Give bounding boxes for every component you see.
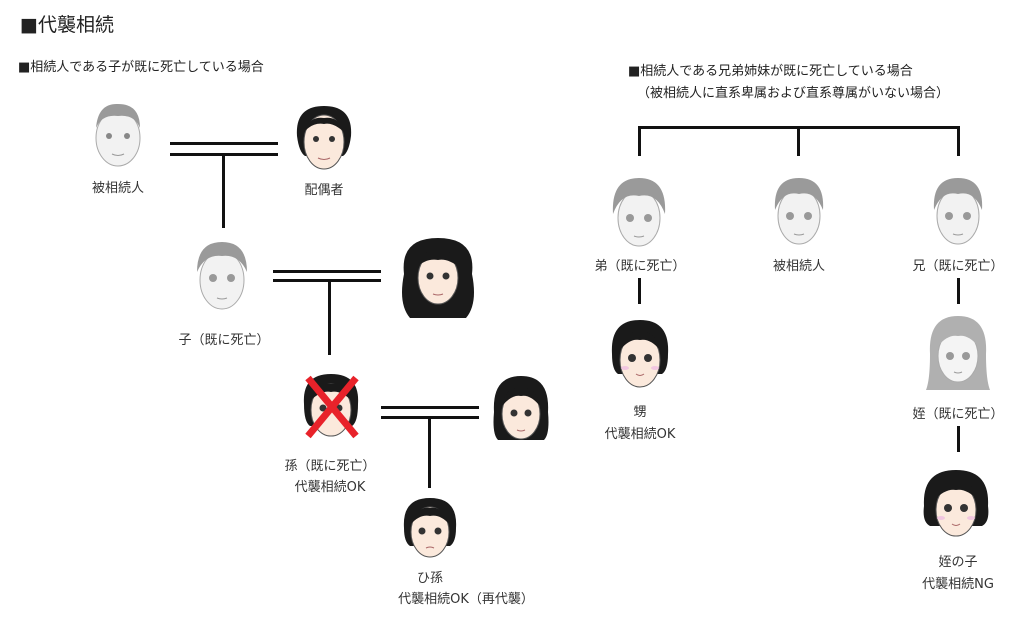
great-grandchild-avatar (400, 496, 460, 562)
descent-line (957, 426, 960, 452)
descent-line (328, 281, 331, 355)
great-grandchild-note: 代襲相続OK（再代襲） (398, 592, 534, 607)
right-section-subheading: （被相続人に直系卑属および直系尊属がいない場合） (637, 86, 950, 101)
nephew-note: 代襲相続OK (604, 427, 676, 442)
niece-child-note: 代襲相続NG (922, 577, 994, 592)
right-section-heading: ■相続人である兄弟姉妹が既に死亡している場合 (628, 64, 913, 79)
marriage-line-top (381, 406, 479, 409)
child-avatar (191, 236, 253, 312)
younger-brother-avatar (607, 174, 671, 250)
child-label: 子（既に死亡） (178, 333, 270, 348)
descent-line (428, 418, 431, 488)
spouse-label: 配偶者 (304, 183, 344, 198)
niece-label: 姪（既に死亡） (912, 407, 1004, 422)
sibling-drop (957, 126, 960, 156)
marriage-line-bottom (273, 279, 381, 282)
niece-child-avatar (920, 466, 992, 542)
grandchild-note: 代襲相続OK (294, 480, 366, 495)
decedent-label: 被相続人 (91, 181, 145, 196)
grandchild-avatar (298, 370, 364, 442)
niece-child-label: 姪の子 (938, 555, 978, 570)
older-brother-avatar (926, 172, 990, 248)
left-section-heading: ■相続人である子が既に死亡している場合 (18, 60, 264, 75)
sibling-drop (638, 126, 641, 156)
marriage-line-top (170, 142, 278, 145)
spouse-avatar (293, 102, 355, 174)
decedent-avatar (88, 98, 148, 170)
right-decedent-label: 被相続人 (772, 259, 826, 274)
older-brother-label: 兄（既に死亡） (912, 259, 1004, 274)
younger-brother-label: 弟（既に死亡） (594, 259, 686, 274)
child-spouse-avatar (396, 234, 480, 322)
great-grandchild-label: ひ孫 (416, 571, 444, 586)
descent-line (957, 278, 960, 304)
niece-avatar (924, 314, 992, 394)
nephew-label: 甥 (633, 405, 647, 420)
sibling-drop (797, 126, 800, 156)
marriage-line-bottom (170, 153, 278, 156)
marriage-line-top (273, 270, 381, 273)
grandchild-spouse-avatar (490, 372, 552, 444)
marriage-line-bottom (381, 416, 479, 419)
grandchild-label: 孫（既に死亡） (284, 459, 376, 474)
descent-line (222, 155, 225, 228)
descent-line (638, 278, 641, 304)
page-title: ■代襲相続 (20, 14, 114, 36)
nephew-avatar (608, 318, 672, 392)
right-decedent-avatar (767, 172, 831, 248)
